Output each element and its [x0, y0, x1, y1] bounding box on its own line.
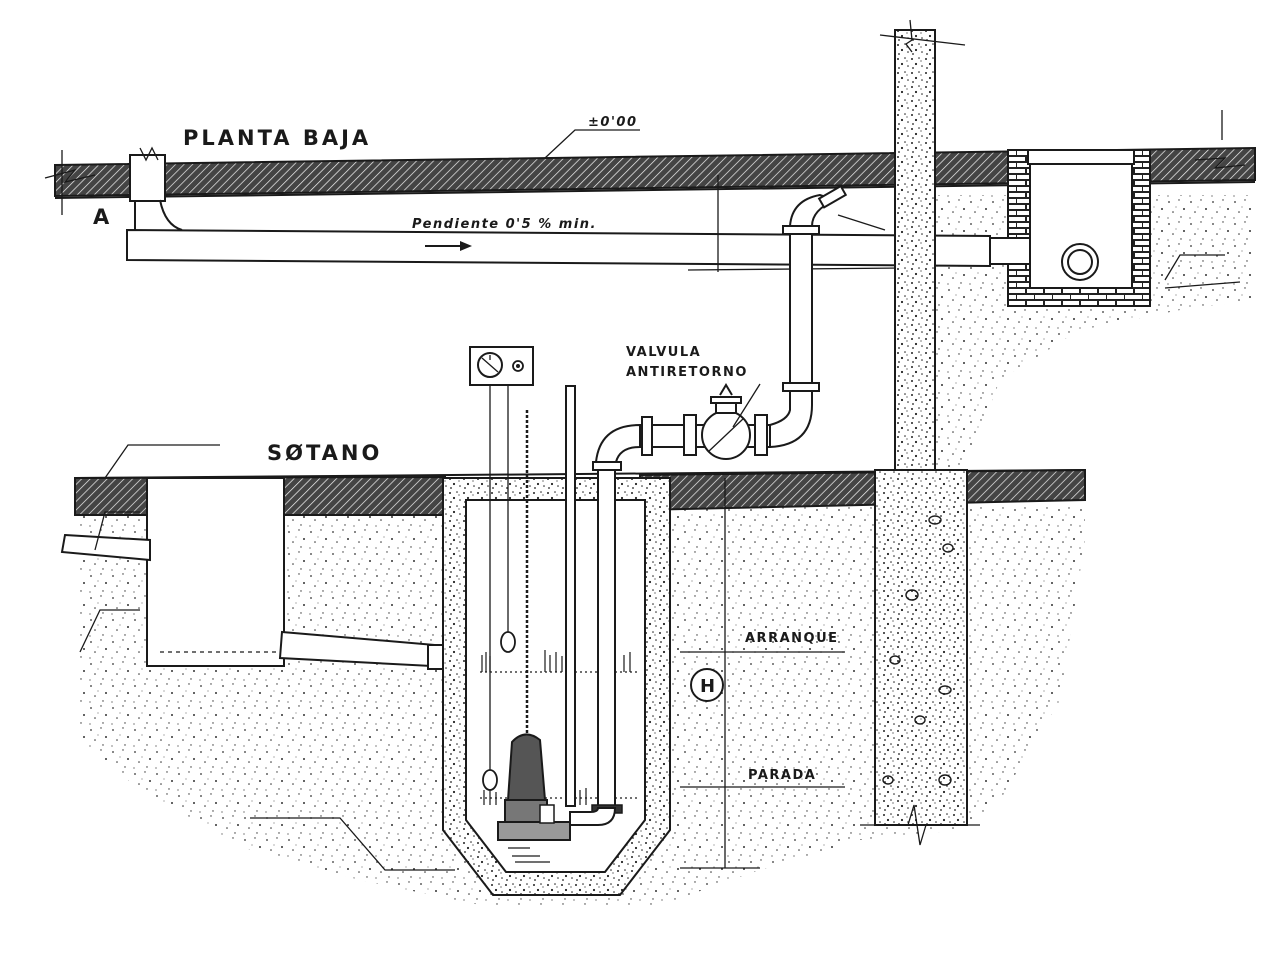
- column-lower: [874, 469, 968, 826]
- float-switch-low: [482, 769, 498, 791]
- level-leader: [544, 129, 640, 159]
- left-inlet-pipe: [60, 533, 151, 562]
- pit-inlet-pipe: [989, 237, 1031, 265]
- drain-elbow: [134, 199, 183, 231]
- floor-drain: [129, 154, 166, 202]
- pump-discharge-column: [597, 461, 616, 808]
- sump-pit-interior: [465, 499, 646, 873]
- riser-elbow: [769, 390, 813, 449]
- arranque-label: ARRANQUE: [745, 631, 839, 646]
- height-marker-circle: [690, 668, 724, 702]
- ground-floor-slab: [54, 146, 1256, 198]
- break-mark-right: [1194, 157, 1246, 169]
- height-marker-label: H: [700, 676, 715, 697]
- planta-baja-label: PLANTA BAJA: [183, 126, 371, 150]
- check-valve-bonnet: [715, 402, 737, 414]
- float-switch-high: [500, 631, 516, 653]
- parada-label: PARADA: [748, 768, 816, 783]
- point-a-label: A: [93, 205, 112, 229]
- vent-tube: [565, 385, 576, 807]
- valve-label-line1: VALVULA: [626, 345, 701, 360]
- horizontal-drain-pipe: [126, 228, 991, 268]
- break-mark-left: [44, 168, 96, 184]
- submersible-pump: [497, 733, 617, 863]
- column-upper: [894, 29, 936, 471]
- slope-label: Pendiente 0'5 % min.: [412, 217, 597, 232]
- indicator-light-icon: [512, 360, 524, 372]
- basement-level-leader: [104, 444, 220, 479]
- valve-leader: [732, 383, 761, 428]
- discharge-riser: [789, 225, 813, 391]
- bottom-leader: [250, 817, 455, 871]
- valve-label-line2: ANTIRETORNO: [626, 365, 748, 380]
- pump-outlet-elbow: [594, 423, 641, 463]
- level-zero-label: ±0'00: [588, 115, 638, 130]
- sotano-label: SØTANO: [267, 441, 382, 465]
- left-collection-box: [146, 477, 285, 667]
